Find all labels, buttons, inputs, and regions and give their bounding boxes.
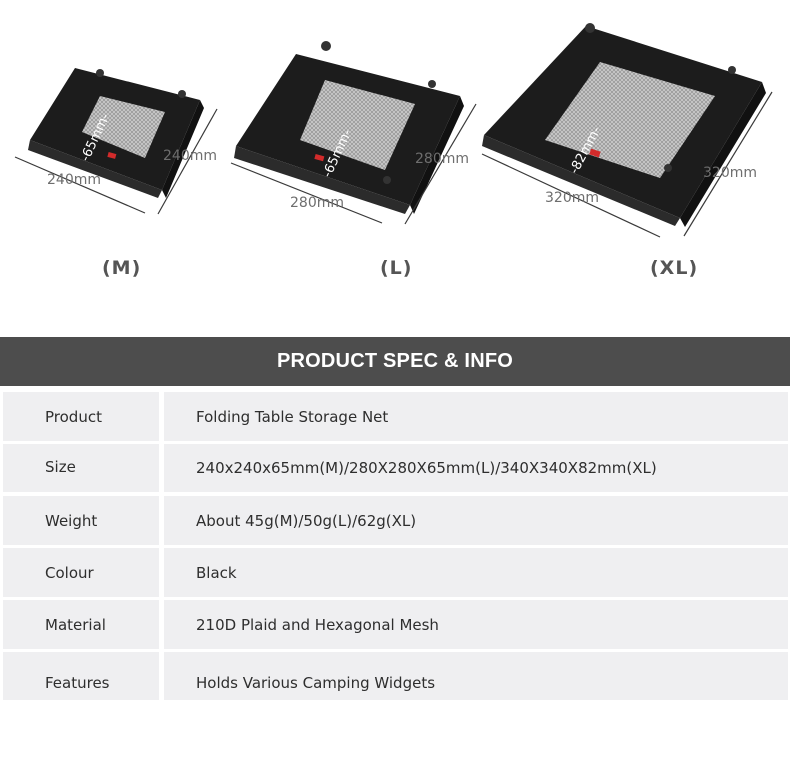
product-size-illustrations: 240mm 240mm -65mm- (M) 280mm 280mm -65mm… [0,0,790,330]
l-depth-label: 280mm [415,151,469,167]
spec-row-features: Features Holds Various Camping Widgets [3,652,788,700]
spec-value: Folding Table Storage Net [164,392,788,441]
m-width-label: 240mm [47,172,101,188]
spec-title: PRODUCT SPEC & INFO [0,337,790,386]
l-width-label: 280mm [290,195,344,211]
spec-value: Black [164,548,788,597]
xl-size-label: (XL) [650,257,699,279]
net-m-image [28,68,204,198]
m-depth-label: 240mm [163,148,217,164]
net-xl-image [482,23,766,227]
l-size-label: (L) [380,257,413,279]
dimension-lines [14,91,773,238]
spec-value: 240x240x65mm(M)/280X280X65mm(L)/340X340X… [164,444,788,492]
m-size-label: (M) [102,257,142,279]
net-l-image [234,41,464,214]
spec-label: Product [3,392,159,441]
spec-row-product: Product Folding Table Storage Net [3,392,788,441]
spec-row-weight: Weight About 45g(M)/50g(L)/62g(XL) [3,496,788,545]
spec-value: About 45g(M)/50g(L)/62g(XL) [164,496,788,545]
spec-value: Holds Various Camping Widgets [164,652,788,700]
xl-width-label: 320mm [545,190,599,206]
spec-label: Material [3,600,159,649]
spec-row-size: Size 240x240x65mm(M)/280X280X65mm(L)/340… [3,444,788,492]
storage-net-illustrations [14,23,773,238]
spec-label: Colour [3,548,159,597]
xl-depth-label: 320mm [703,165,757,181]
spec-row-material: Material 210D Plaid and Hexagonal Mesh [3,600,788,649]
spec-label: Weight [3,496,159,545]
spec-value: 210D Plaid and Hexagonal Mesh [164,600,788,649]
spec-row-colour: Colour Black [3,548,788,597]
spec-label: Features [3,652,159,700]
spec-label: Size [3,444,159,492]
